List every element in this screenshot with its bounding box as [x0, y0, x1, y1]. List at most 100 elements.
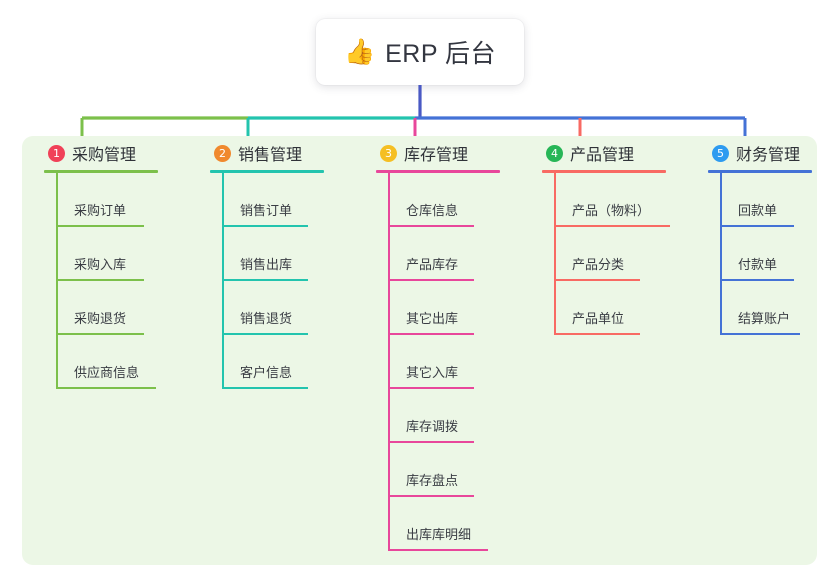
branch-badge-4: 4 — [546, 144, 563, 162]
branch-item-label: 产品（物料） — [572, 203, 651, 218]
branch-title-4: 产品管理 — [570, 147, 635, 164]
branch-item-rule — [720, 333, 800, 335]
branch-item[interactable]: 产品库存 — [388, 227, 522, 281]
branch-items-1: 采购订单采购入库采购退货供应商信息 — [56, 173, 180, 389]
branch-spine-4 — [554, 173, 556, 335]
branch-item-label: 采购入库 — [74, 257, 127, 272]
branch-item-rule — [388, 495, 474, 497]
branch-spine-2 — [222, 173, 224, 389]
branch-item-rule — [222, 333, 308, 335]
branch-spine-3 — [388, 173, 390, 551]
branch-item-label: 库存调拨 — [406, 419, 459, 434]
branch-item[interactable]: 库存调拨 — [388, 389, 522, 443]
branch-item[interactable]: 结算账户 — [720, 281, 834, 335]
branch-item-label: 供应商信息 — [74, 365, 140, 380]
branch-item-label: 结算账户 — [738, 311, 791, 326]
branch-title-1: 采购管理 — [72, 147, 137, 164]
branch-item[interactable]: 供应商信息 — [56, 335, 180, 389]
branch-item-rule — [554, 333, 640, 335]
branch-underline-4 — [542, 170, 666, 173]
branch-header-4[interactable]: 4 产品管理 — [528, 136, 688, 170]
branch-header-1[interactable]: 1 采购管理 — [30, 136, 180, 170]
branch-item-rule — [388, 225, 474, 227]
branch-item[interactable]: 库存盘点 — [388, 443, 522, 497]
branch-item-rule — [720, 225, 794, 227]
branch-item[interactable]: 其它出库 — [388, 281, 522, 335]
branch-item[interactable]: 销售出库 — [222, 227, 346, 281]
branch-header-2[interactable]: 2 销售管理 — [196, 136, 346, 170]
branch-item-rule — [222, 279, 308, 281]
branch-item-label: 销售退货 — [240, 311, 293, 326]
branch-underline-2 — [210, 170, 324, 173]
branch-badge-5: 5 — [712, 144, 729, 162]
branch-item-rule — [56, 387, 156, 389]
branch-item-label: 客户信息 — [240, 365, 293, 380]
branch-item[interactable]: 采购退货 — [56, 281, 180, 335]
branch-item[interactable]: 出库库明细 — [388, 497, 522, 551]
branch-item-label: 销售出库 — [240, 257, 293, 272]
branch-items-5: 回款单付款单结算账户 — [720, 173, 834, 335]
branch-item-label: 付款单 — [738, 257, 778, 272]
branch-item[interactable]: 回款单 — [720, 173, 834, 227]
branch-item-label: 采购退货 — [74, 311, 127, 326]
branch-item-label: 销售订单 — [240, 203, 293, 218]
branch-item-rule — [222, 387, 308, 389]
branch-item[interactable]: 产品（物料） — [554, 173, 688, 227]
branch-item[interactable]: 销售订单 — [222, 173, 346, 227]
branch-item-label: 产品单位 — [572, 311, 625, 326]
branch-item[interactable]: 采购入库 — [56, 227, 180, 281]
branch-item-rule — [222, 225, 308, 227]
branch-item-rule — [56, 333, 144, 335]
root-node-title: ERP 后台 — [385, 40, 497, 68]
branch-item-rule — [388, 279, 474, 281]
branch-item[interactable]: 其它入库 — [388, 335, 522, 389]
branch-header-5[interactable]: 5 财务管理 — [694, 136, 834, 170]
branch-item-rule — [388, 333, 474, 335]
branch-item-label: 其它出库 — [406, 311, 459, 326]
branch-item-rule — [56, 225, 144, 227]
branch-badge-3: 3 — [380, 144, 397, 162]
branch-item-rule — [388, 387, 474, 389]
branch-spine-1 — [56, 173, 58, 389]
branch-item[interactable]: 产品分类 — [554, 227, 688, 281]
branch-item-label: 产品分类 — [572, 257, 625, 272]
branch-item-label: 回款单 — [738, 203, 778, 218]
branch-column-3: 3 库存管理仓库信息产品库存其它出库其它入库库存调拨库存盘点出库库明细 — [362, 136, 522, 551]
branch-column-5: 5 财务管理回款单付款单结算账户 — [694, 136, 834, 335]
branch-title-3: 库存管理 — [404, 147, 469, 164]
branches-panel — [22, 136, 817, 565]
branch-item[interactable]: 销售退货 — [222, 281, 346, 335]
branch-item-rule — [720, 279, 794, 281]
branch-badge-1: 1 — [48, 144, 65, 162]
branch-item-label: 出库库明细 — [406, 527, 472, 542]
branch-item[interactable]: 产品单位 — [554, 281, 688, 335]
root-node-card[interactable]: 👍 ERP 后台 — [316, 19, 524, 85]
branch-item-rule — [554, 225, 670, 227]
branch-item-label: 采购订单 — [74, 203, 127, 218]
branch-column-2: 2 销售管理销售订单销售出库销售退货客户信息 — [196, 136, 346, 389]
branch-header-3[interactable]: 3 库存管理 — [362, 136, 522, 170]
branch-column-4: 4 产品管理产品（物料） 产品分类产品单位 — [528, 136, 688, 335]
branch-item-rule — [388, 549, 488, 551]
branch-underline-1 — [44, 170, 158, 173]
branch-item-rule — [56, 279, 144, 281]
branch-item[interactable]: 采购订单 — [56, 173, 180, 227]
branch-underline-3 — [376, 170, 500, 173]
thumbs-up-icon: 👍 — [343, 37, 376, 66]
branch-items-4: 产品（物料） 产品分类产品单位 — [554, 173, 688, 335]
branch-item-label: 产品库存 — [406, 257, 459, 272]
branch-item[interactable]: 付款单 — [720, 227, 834, 281]
branch-title-2: 销售管理 — [238, 147, 303, 164]
branch-badge-2: 2 — [214, 144, 231, 162]
branch-items-3: 仓库信息产品库存其它出库其它入库库存调拨库存盘点出库库明细 — [388, 173, 522, 551]
branch-item[interactable]: 仓库信息 — [388, 173, 522, 227]
branch-item-label: 库存盘点 — [406, 473, 459, 488]
branch-item[interactable]: 客户信息 — [222, 335, 346, 389]
branch-item-label: 仓库信息 — [406, 203, 459, 218]
branch-underline-5 — [708, 170, 812, 173]
branch-column-1: 1 采购管理采购订单采购入库采购退货供应商信息 — [30, 136, 180, 389]
branch-item-rule — [388, 441, 474, 443]
branch-title-5: 财务管理 — [736, 147, 801, 164]
branch-items-2: 销售订单销售出库销售退货客户信息 — [222, 173, 346, 389]
